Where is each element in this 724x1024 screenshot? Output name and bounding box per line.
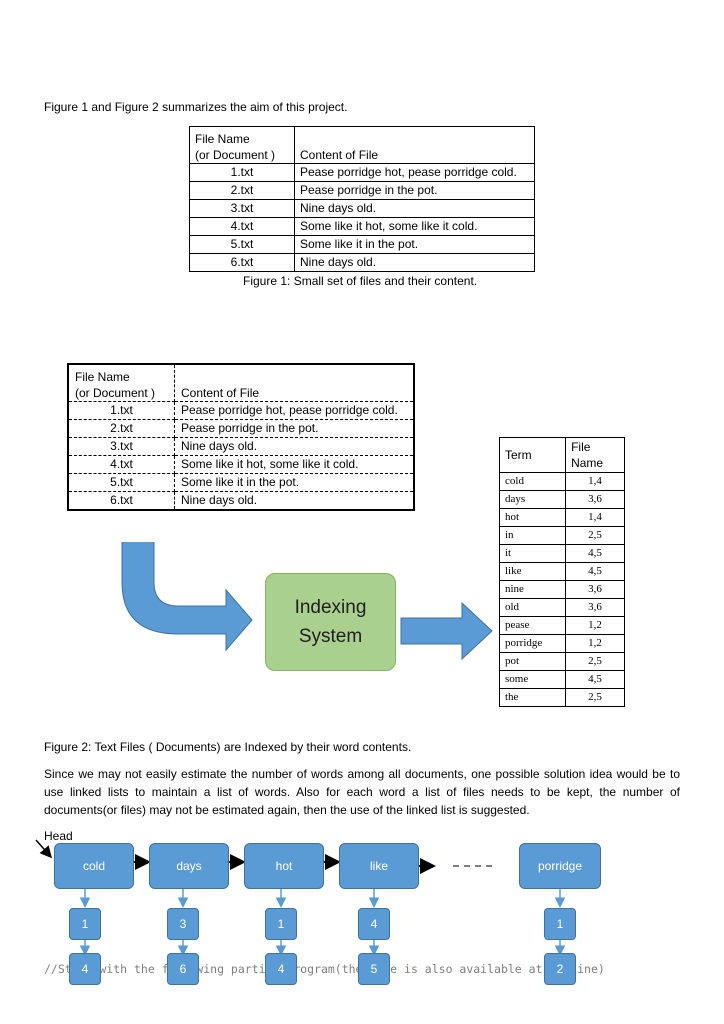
content-cell: Some like it in the pot. xyxy=(294,235,535,254)
term-cell: hot xyxy=(498,508,567,527)
word-node-like: like xyxy=(339,843,419,889)
content-cell: Some like it hot, some like it cold. xyxy=(294,217,535,236)
files-cell: 3,6 xyxy=(565,580,625,599)
file-node: 4 xyxy=(265,953,297,985)
body-paragraph: Since we may not easily estimate the num… xyxy=(44,767,680,817)
figure1-table: File Name(or Document ) Content of File … xyxy=(189,126,535,272)
word-node-cold: cold xyxy=(54,843,134,889)
content-cell: Pease porridge in the pot. xyxy=(174,419,414,438)
head-label: Head xyxy=(44,829,73,843)
term-cell: like xyxy=(498,562,567,581)
head-pointer-arrow xyxy=(35,839,52,859)
file-cell: 5.txt xyxy=(68,473,175,492)
file-node: 3 xyxy=(167,908,199,940)
file-node: 5 xyxy=(358,953,390,985)
term-cell: it xyxy=(498,544,567,563)
indexing-system-box: Indexing System xyxy=(265,573,396,671)
indexing-label-2: System xyxy=(298,626,363,647)
file-node: 6 xyxy=(167,953,199,985)
content-cell: Pease porridge hot, pease porridge cold. xyxy=(174,401,414,420)
curved-arrow-icon xyxy=(121,542,253,652)
file-cell: 2.txt xyxy=(68,419,175,438)
table-row: 6.txt Nine days old. xyxy=(68,491,414,510)
word-node-hot: hot xyxy=(244,843,324,889)
content-cell: Nine days old. xyxy=(181,493,258,507)
right-arrow-icon xyxy=(400,601,493,661)
content-cell: Pease porridge hot, pease porridge cold. xyxy=(294,163,535,182)
content-cell: Some like it in the pot. xyxy=(174,473,414,492)
content-cell: Nine days old. xyxy=(294,253,535,272)
files-cell: 2,5 xyxy=(565,526,625,545)
file-cell: 4.txt xyxy=(68,455,175,474)
file-cell: 1.txt xyxy=(68,401,175,420)
file-node: 1 xyxy=(544,908,576,940)
file-cell: 4.txt xyxy=(189,217,295,236)
file-cell: 6.txt xyxy=(68,491,175,510)
word-node-days: days xyxy=(149,843,229,889)
header-file-name: File Name(or Document ) xyxy=(68,364,175,402)
intro-text: Figure 1 and Figure 2 summarizes the aim… xyxy=(44,100,348,114)
content-cell: Nine days old. xyxy=(174,437,414,456)
header-content: Content of File xyxy=(174,364,414,402)
file-cell: 6.txt xyxy=(189,253,295,272)
header-file-name: File Name(or Document ) xyxy=(189,126,295,164)
figure2-files-table: File Name(or Document ) Content of File … xyxy=(67,363,415,511)
indexing-label-1: Indexing xyxy=(294,597,367,618)
code-comment-line: //Start with the following partial progr… xyxy=(44,962,605,976)
file-node: 1 xyxy=(265,908,297,940)
figure2-caption: Figure 2: Text Files ( Documents) are In… xyxy=(44,740,412,754)
files-cell: 1,4 xyxy=(565,472,625,491)
file-node: 4 xyxy=(69,953,101,985)
term-cell: old xyxy=(498,598,567,617)
term-cell: porridge xyxy=(498,634,567,653)
word-node-porridge: porridge xyxy=(519,843,601,889)
file-node: 2 xyxy=(544,953,576,985)
figure1-caption: Figure 1: Small set of files and their c… xyxy=(243,274,478,288)
file-node: 1 xyxy=(69,908,101,940)
content-cell: Some like it hot, some like it cold. xyxy=(174,455,414,474)
files-cell: 2,5 xyxy=(565,688,625,707)
file-cell: 3.txt xyxy=(68,437,175,456)
term-cell: the xyxy=(498,688,567,707)
file-node: 4 xyxy=(358,908,390,940)
